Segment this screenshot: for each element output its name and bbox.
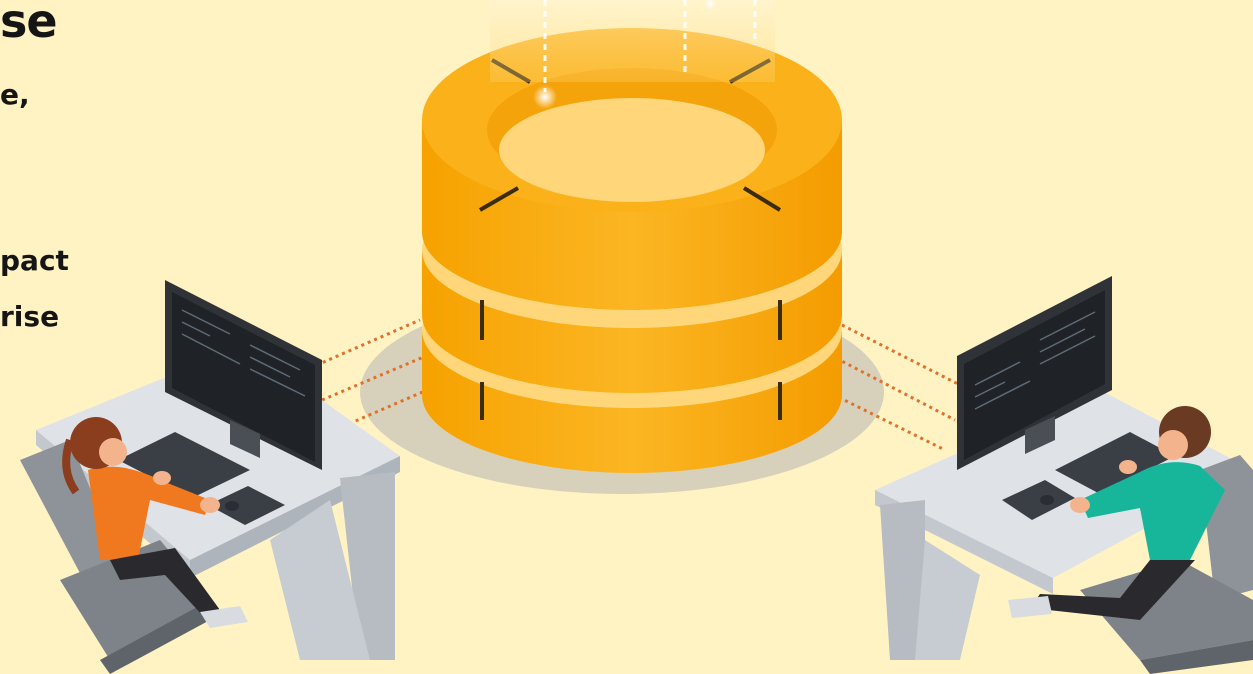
hero-body-fragment-3: rise xyxy=(0,300,60,333)
hero-body-fragment-2: pact xyxy=(0,244,69,277)
database-cylinder xyxy=(422,0,842,473)
hero-body-fragment-1: e, xyxy=(0,78,30,111)
right-workstation xyxy=(875,276,1253,674)
left-workstation xyxy=(20,280,400,674)
hero-heading-fragment: se xyxy=(0,0,58,48)
sparkle-icon xyxy=(533,85,557,109)
